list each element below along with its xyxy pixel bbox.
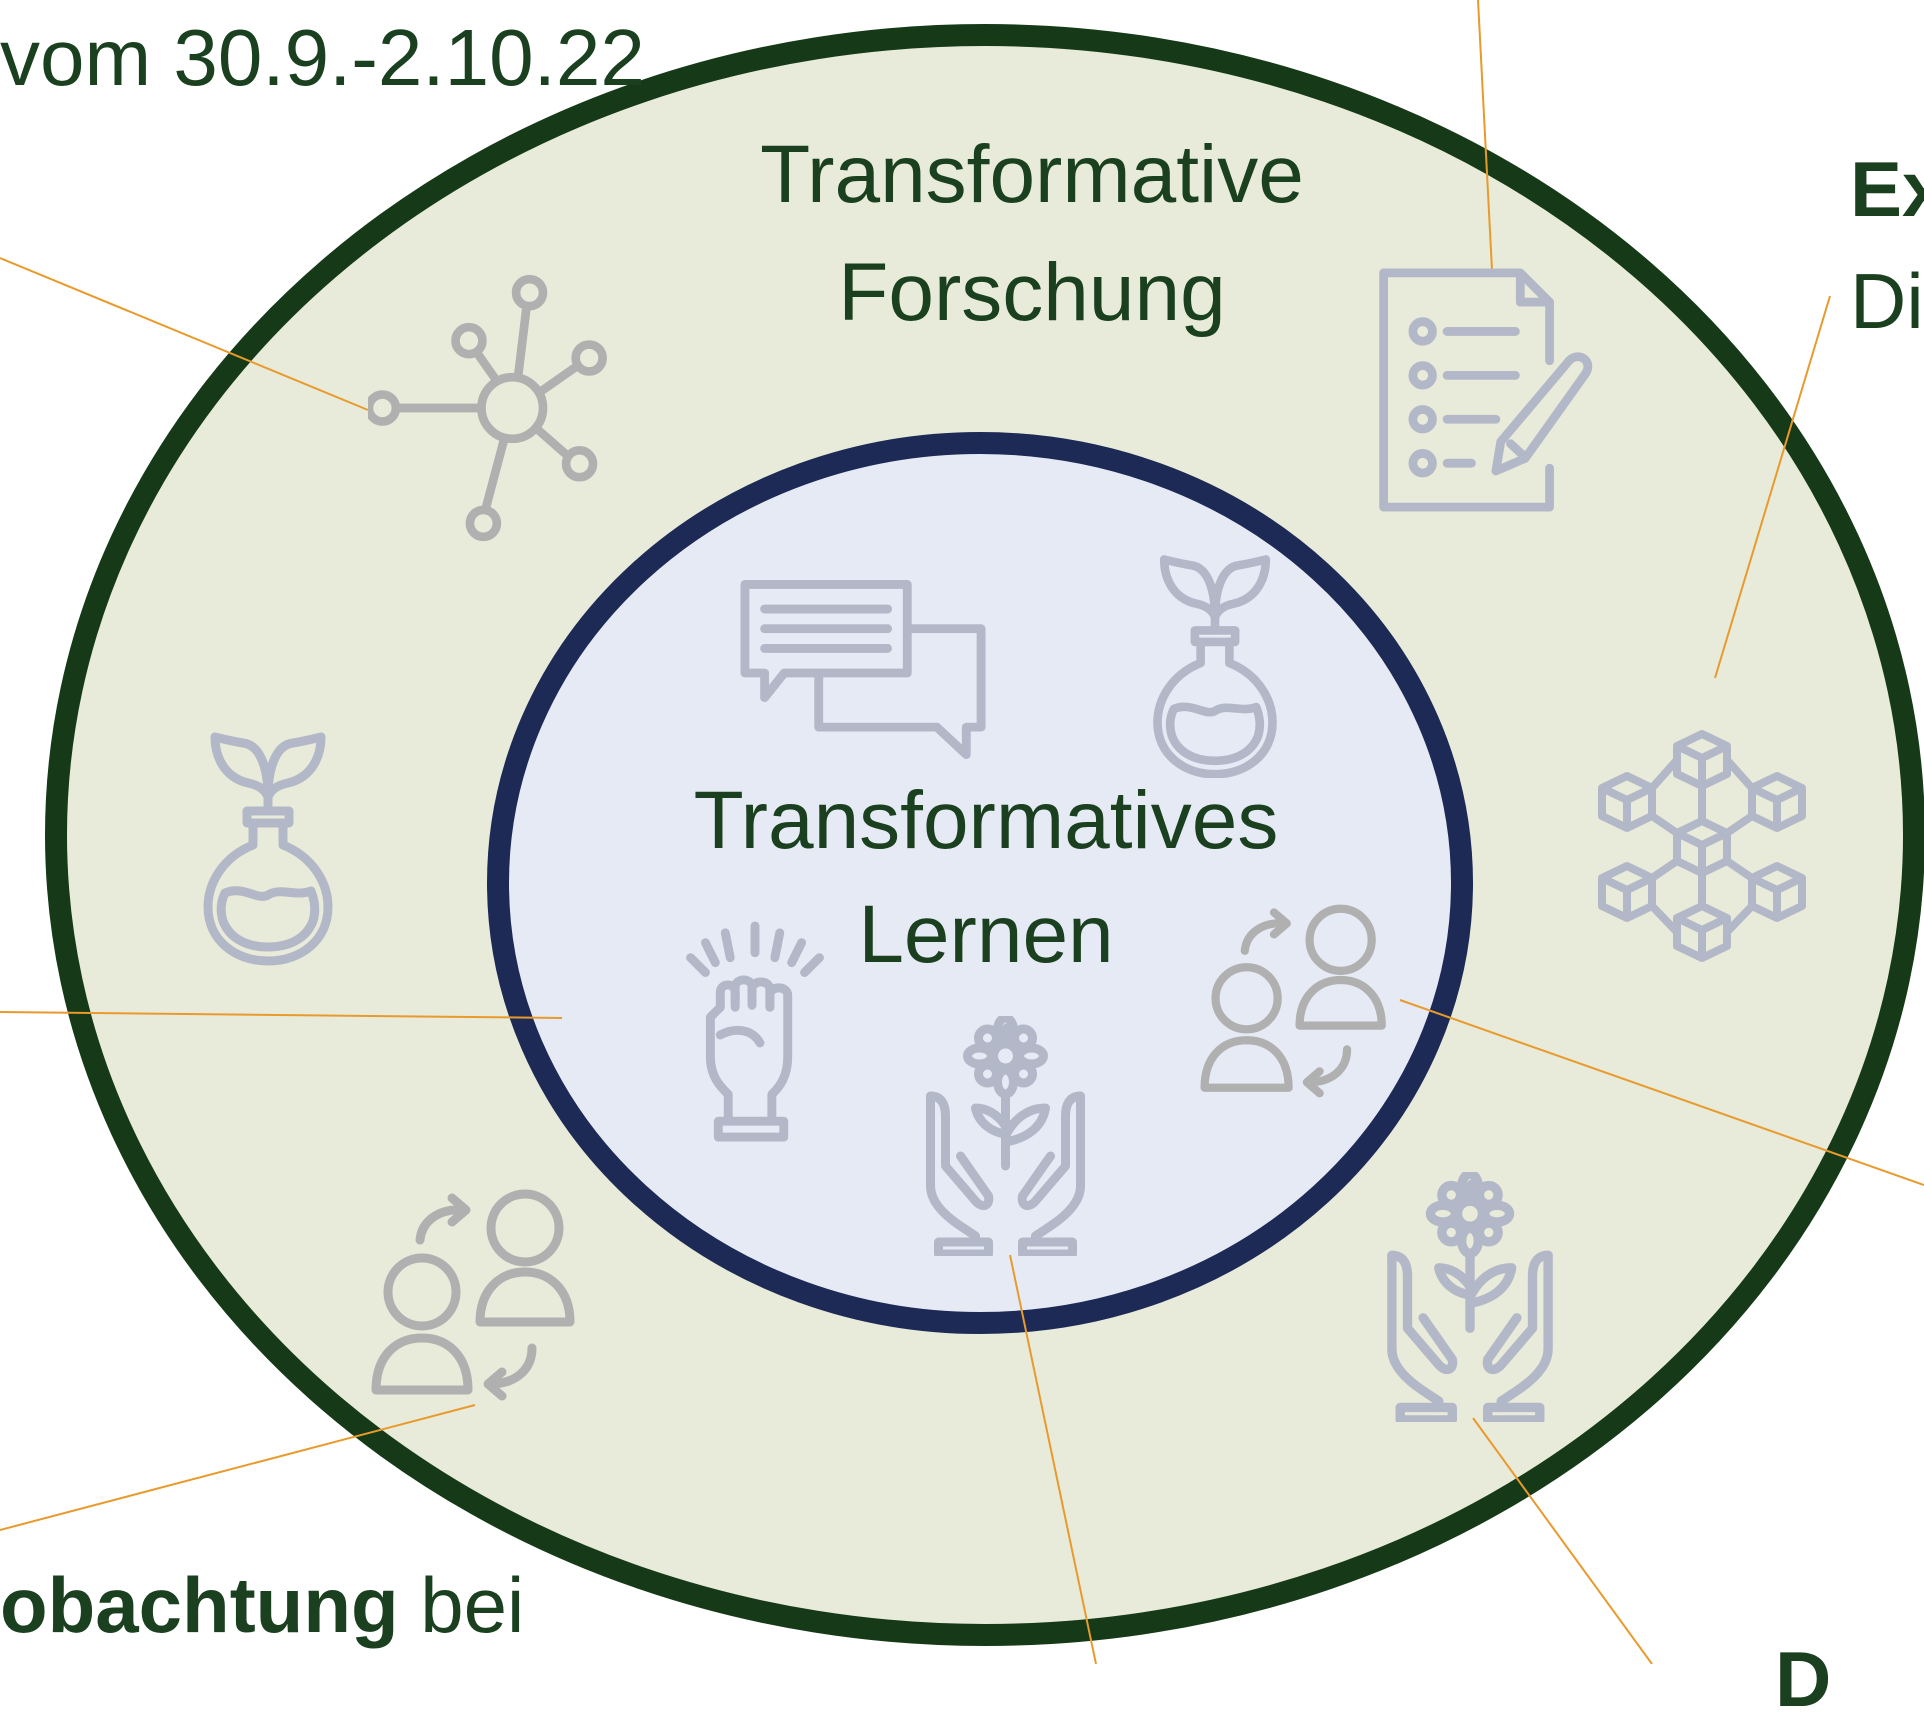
date-label: vom 30.9.-2.10.22	[0, 13, 645, 102]
leader-line-inner	[0, 1011, 563, 1019]
leader-lines	[0, 0, 1924, 1665]
outer-title-line2: Forschung	[838, 247, 1226, 338]
bottom-left-rest: bei	[398, 1561, 525, 1649]
leader-line-checklist	[1477, 0, 1493, 271]
right-edge-fragment: Di	[1850, 257, 1924, 345]
bottom-left-bold: obachtung	[0, 1561, 399, 1649]
right-edge-bold-fragment: Ex	[1850, 145, 1924, 233]
diagram-canvas	[0, 0, 1924, 1665]
leader-line-people-inner	[1399, 999, 1924, 1186]
inner-title-line2: Lernen	[858, 889, 1114, 980]
leader-line-network	[0, 257, 369, 411]
leader-line-hands-inner	[1009, 1254, 1097, 1665]
bottom-right-fragment: D	[1775, 1635, 1832, 1723]
leader-line-cubes	[1714, 295, 1831, 679]
outer-title-line1: Transformative	[760, 129, 1304, 220]
leader-line-hands-outer	[1472, 1417, 1653, 1665]
bottom-left-caption: obachtung bei	[0, 1566, 524, 1644]
inner-circle	[487, 432, 1473, 1334]
leader-line-people-outer	[0, 1404, 476, 1531]
inner-title-line1: Transformatives	[693, 775, 1279, 866]
